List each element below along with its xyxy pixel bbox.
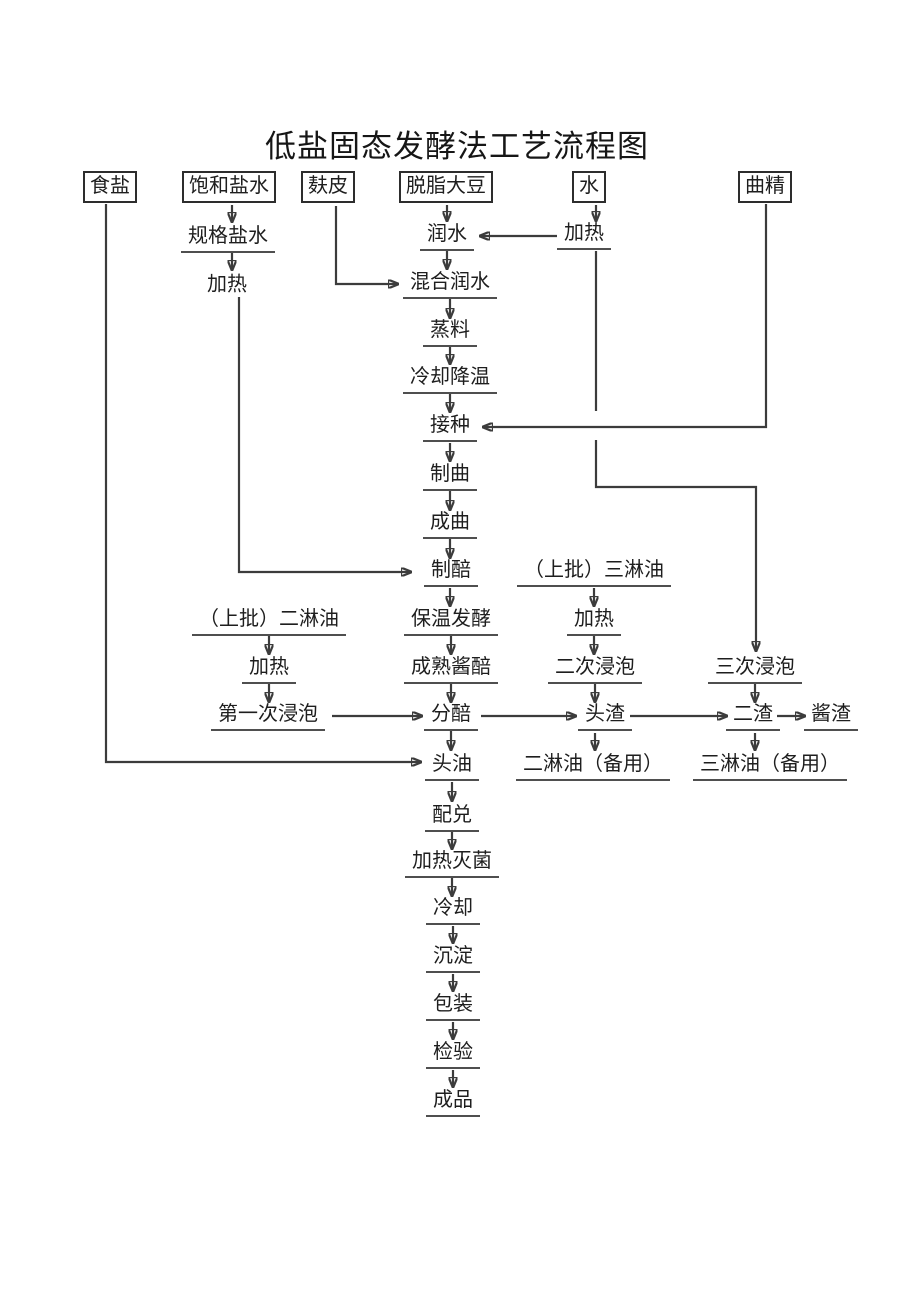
step-chengqu: 成曲 [423,511,477,539]
step-touyou: 头油 [425,753,479,781]
step-chengshu-jiangpei: 成熟酱醅 [404,656,498,684]
line-bran-to-mix-runshui [334,206,397,284]
step-prev-erlinyou: （上批）二淋油 [192,608,346,636]
line-brine-to-zhipei [237,297,410,572]
step-chendian: 沉淀 [426,945,480,973]
step-fenpei: 分醅 [424,703,478,731]
step-erzha: 二渣 [726,703,780,731]
source-box-saturated-brine: 饱和盐水 [182,171,276,203]
source-box-qujing: 曲精 [738,171,792,203]
step-sanlinyou-beiyong: 三淋油（备用） [693,753,847,781]
source-box-defatted-soybean: 脱脂大豆 [399,171,493,203]
step-chengpin: 成品 [426,1089,480,1117]
step-heat-brine: 加热 [207,273,247,296]
source-box-bran: 麸皮 [301,171,355,203]
step-runshui: 润水 [420,223,474,251]
step-zhipei: 制醅 [424,559,478,587]
source-box-salt: 食盐 [83,171,137,203]
step-erci-jinpao: 二次浸泡 [548,656,642,684]
step-diyici-jinpao: 第一次浸泡 [211,703,325,731]
step-jiare-miejun: 加热灭菌 [405,850,499,878]
step-touzha: 头渣 [578,703,632,731]
step-spec-brine: 规格盐水 [181,225,275,253]
step-lengque: 冷却 [426,897,480,925]
step-erlinyou-beiyong: 二淋油（备用） [516,753,670,781]
flowchart-title: 低盐固态发酵法工艺流程图 [265,129,649,164]
step-jiezhong: 接种 [423,414,477,442]
step-baozhuang: 包装 [426,993,480,1021]
step-zhengliao: 蒸料 [423,319,477,347]
step-baowen-fajiao: 保温发酵 [404,608,498,636]
step-jianyan: 检验 [426,1041,480,1069]
source-box-water: 水 [572,171,606,203]
step-heat-sanlinyou: 加热 [567,608,621,636]
step-peidui: 配兑 [425,804,479,832]
line-qujing-to-jiezhong [484,204,768,427]
step-heat-water: 加热 [557,222,611,250]
step-mix-runshui: 混合润水 [403,271,497,299]
step-heat-erlinyou: 加热 [242,656,296,684]
step-zhiqu: 制曲 [423,463,477,491]
step-lengque-jiangwen: 冷却降温 [403,366,497,394]
step-prev-sanlinyou: （上批）三淋油 [517,559,671,587]
step-jiangzha: 酱渣 [804,703,858,731]
step-sanci-jinpao: 三次浸泡 [708,656,802,684]
